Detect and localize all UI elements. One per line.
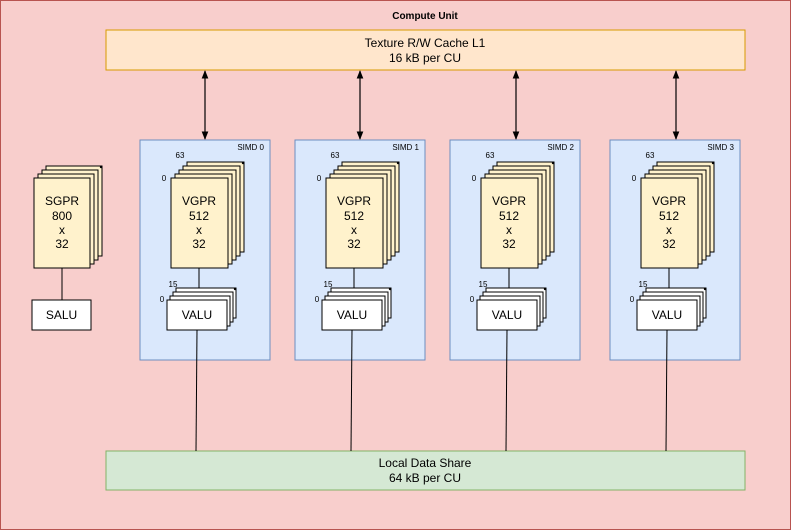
simd-0-valu-lds-line <box>195 329 198 452</box>
sgpr-label-line-1: 800 <box>52 209 72 223</box>
simd-2-vgpr-top-index: 63 <box>486 151 495 160</box>
simd-1-valu-stack-corner-dot <box>388 287 392 291</box>
simd-1-vgpr-label-line-0: VGPR <box>337 194 371 208</box>
simd-3-title: SIMD 3 <box>707 143 734 152</box>
sgpr-label-line-3: 32 <box>55 237 69 251</box>
simd-2-valu-top-index: 15 <box>479 280 488 289</box>
simd-0-vgpr-label-line-3: 32 <box>192 237 206 251</box>
salu-box <box>31 299 92 331</box>
simd-0-valu-bottom-index: 0 <box>160 295 165 304</box>
simd-1-vgpr-stack-corner-dot <box>396 161 400 165</box>
simd-1-vgpr-label-line-2: x <box>351 223 357 237</box>
sgpr-label-line-2: x <box>59 223 65 237</box>
local-data-share-box <box>105 450 746 491</box>
simd-2-valu-label: VALU <box>492 308 522 322</box>
simd-0-vgpr-top-index: 63 <box>176 151 185 160</box>
simd-0-vgpr-stack-corner-dot <box>241 161 245 165</box>
sgpr-label-line-0: SGPR <box>45 194 79 208</box>
simd-0-title: SIMD 0 <box>237 143 264 152</box>
simd-1-vgpr-stack-layer-0 <box>325 177 384 269</box>
salu-label: SALU <box>46 308 77 322</box>
simd-2-vgpr-label-line-2: x <box>506 223 512 237</box>
simd-3-vgpr-bottom-index: 0 <box>632 174 637 183</box>
simd-0-vgpr-bottom-index: 0 <box>162 174 167 183</box>
simd-3-vgpr-label-line-0: VGPR <box>652 194 686 208</box>
simd-1-valu-stack-layer-0 <box>321 299 383 331</box>
simd-2-vgpr-stack-layer-0 <box>480 177 539 269</box>
simd-1-valu-label: VALU <box>337 308 367 322</box>
simd-1-valu-lds-line <box>350 329 353 452</box>
compute-unit-title: Compute Unit <box>392 11 458 22</box>
simd-3-vgpr-stack-corner-dot <box>711 161 715 165</box>
simd-0-valu-stack-corner-dot <box>233 287 237 291</box>
simd-3-vgpr-top-index: 63 <box>646 151 655 160</box>
simd-3-vgpr-label-line-1: 512 <box>659 209 679 223</box>
simd-2-valu-stack-corner-dot <box>543 287 547 291</box>
simd-3-vgpr-label-line-3: 32 <box>662 237 676 251</box>
simd-2-vgpr-bottom-index: 0 <box>472 174 477 183</box>
simd-0-vgpr-label-line-0: VGPR <box>182 194 216 208</box>
simd-0-vgpr-label-line-1: 512 <box>189 209 209 223</box>
simd-3-vgpr-label-line-2: x <box>666 223 672 237</box>
sgpr-stack-corner-dot <box>99 165 103 169</box>
simd-1-vgpr-bottom-index: 0 <box>317 174 322 183</box>
simd-3-valu-label: VALU <box>652 308 682 322</box>
simd-0-valu-stack-layer-0 <box>166 299 228 331</box>
simd-3-valu-lds-line <box>665 329 668 452</box>
texture-cache-size: 16 kB per CU <box>389 51 461 65</box>
simd-0-vgpr-stack-layer-0 <box>170 177 229 269</box>
simd-1-title: SIMD 1 <box>392 143 419 152</box>
simd-1-vgpr-label-line-3: 32 <box>347 237 361 251</box>
simd-1-valu-top-index: 15 <box>324 280 333 289</box>
simd-1-valu-bottom-index: 0 <box>315 295 320 304</box>
texture-cache-label: Texture R/W Cache L1 <box>365 36 486 50</box>
simd-2-vgpr-label-line-3: 32 <box>502 237 516 251</box>
local-data-share-label: Local Data Share <box>379 456 472 470</box>
local-data-share-size: 64 kB per CU <box>389 471 461 485</box>
simd-3-valu-bottom-index: 0 <box>630 295 635 304</box>
simd-2-title: SIMD 2 <box>547 143 574 152</box>
simd-0-valu-label: VALU <box>182 308 212 322</box>
simd-2-vgpr-label-line-1: 512 <box>499 209 519 223</box>
simd-3-vgpr-stack-layer-0 <box>640 177 699 269</box>
simd-0-valu-top-index: 15 <box>169 280 178 289</box>
simd-2-valu-lds-line <box>505 329 508 452</box>
simd-3-valu-top-index: 15 <box>639 280 648 289</box>
simd-1-vgpr-top-index: 63 <box>331 151 340 160</box>
simd-2-valu-stack-layer-0 <box>476 299 538 331</box>
texture-cache-box <box>105 29 746 71</box>
simd-0-vgpr-label-line-2: x <box>196 223 202 237</box>
simd-3-valu-stack-layer-0 <box>636 299 698 331</box>
simd-2-vgpr-label-line-0: VGPR <box>492 194 526 208</box>
simd-2-vgpr-stack-corner-dot <box>551 161 555 165</box>
simd-2-valu-bottom-index: 0 <box>470 295 475 304</box>
simd-1-vgpr-label-line-1: 512 <box>344 209 364 223</box>
simd-3-valu-stack-corner-dot <box>703 287 707 291</box>
